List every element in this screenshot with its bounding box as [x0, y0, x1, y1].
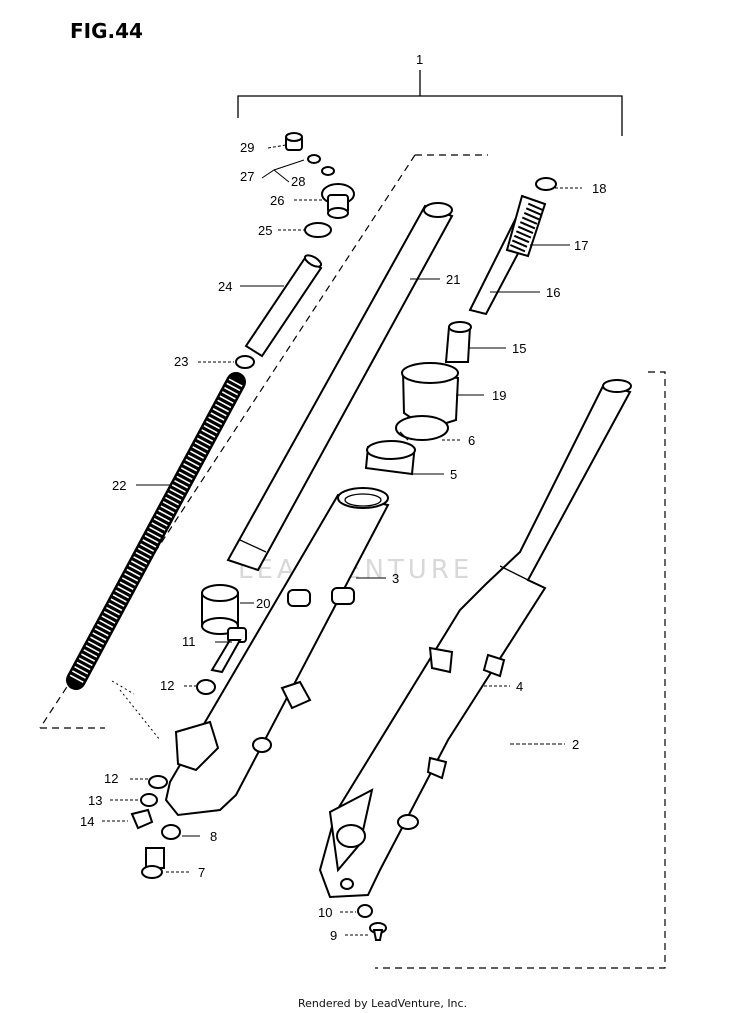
callout-23: 23	[174, 354, 188, 369]
callout-5: 5	[450, 467, 457, 482]
callout-18: 18	[592, 181, 606, 196]
callout-17: 17	[574, 238, 588, 253]
spacer-pipe	[244, 256, 323, 358]
axle-bolt	[369, 922, 387, 941]
inner-tube	[226, 202, 454, 572]
callout-11: 11	[182, 634, 196, 649]
washer	[161, 824, 181, 840]
stopper-ring	[395, 415, 449, 441]
axle-holder	[174, 720, 220, 772]
axle-holder-bolt	[141, 847, 165, 879]
callout-9: 9	[330, 928, 337, 943]
leader-lines	[102, 144, 582, 936]
callout-6: 6	[468, 433, 475, 448]
rebound-spring	[505, 194, 547, 258]
footer-credit: Rendered by LeadVenture, Inc.	[298, 997, 467, 1010]
callout-14: 14	[80, 814, 94, 829]
callout-27: 27	[240, 169, 254, 184]
outer-tube-left	[164, 487, 390, 817]
assembly-bracket	[237, 70, 623, 136]
callout-22: 22	[112, 478, 126, 493]
callout-4: 4	[516, 679, 523, 694]
callout-12-lower: 12	[104, 771, 118, 786]
callout-26: 26	[270, 193, 284, 208]
dust-seal	[401, 362, 460, 427]
callout-13: 13	[88, 793, 102, 808]
gasket-washer-lower	[148, 775, 168, 789]
figure-title: FIG.44	[70, 19, 143, 43]
callout-1: 1	[416, 52, 423, 67]
slide-bush	[201, 584, 239, 635]
callout-19: 19	[492, 388, 506, 403]
outer-tube-right	[318, 379, 632, 899]
callout-15: 15	[512, 341, 526, 356]
spring-seat-washer	[235, 355, 255, 369]
fork-spring	[66, 372, 246, 690]
callout-7: 7	[198, 865, 205, 880]
gasket-washer-upper	[196, 679, 216, 695]
piston-ring	[535, 177, 557, 191]
callout-12-upper: 12	[160, 678, 174, 693]
callout-3: 3	[392, 571, 399, 586]
spring-washer	[140, 793, 158, 807]
callout-24: 24	[218, 279, 232, 294]
valve-cap	[285, 132, 303, 151]
callout-16: 16	[546, 285, 560, 300]
outer-tube-group-outline	[375, 371, 666, 969]
callout-2: 2	[572, 737, 579, 752]
damper-rod-bolt	[210, 627, 247, 674]
callout-10: 10	[318, 905, 332, 920]
o-ring	[304, 222, 332, 238]
callout-29: 29	[240, 140, 254, 155]
callout-28: 28	[291, 174, 305, 189]
callout-8: 8	[210, 829, 217, 844]
air-valve	[307, 154, 335, 176]
callout-21: 21	[446, 272, 460, 287]
axle-nut	[357, 904, 373, 918]
callout-25: 25	[258, 223, 272, 238]
fork-cap-bolt	[321, 183, 355, 219]
oil-seal	[364, 440, 416, 476]
axle-holder-nut	[130, 808, 154, 830]
callout-20: 20	[256, 596, 270, 611]
oil-lock-piece	[444, 321, 472, 363]
